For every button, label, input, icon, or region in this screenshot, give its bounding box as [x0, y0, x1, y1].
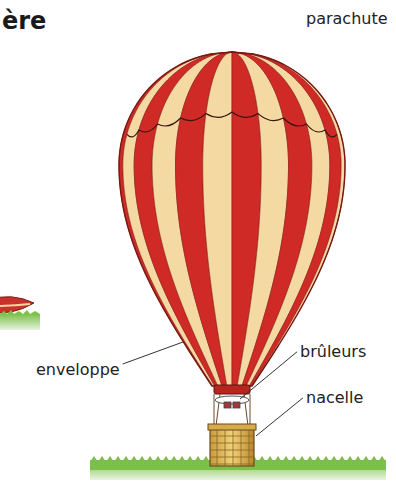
envelope-gore	[134, 52, 232, 386]
grass-strip	[0, 314, 40, 330]
partial-balloon	[0, 297, 40, 330]
parachute-seam	[127, 112, 337, 137]
part-label: brûleurs	[300, 343, 366, 361]
part-label: enveloppe	[36, 361, 120, 379]
envelope-gore	[176, 52, 232, 386]
leader-line	[240, 352, 297, 399]
part-label: parachute	[306, 10, 388, 28]
envelope-gore	[152, 52, 232, 386]
basket	[208, 424, 256, 466]
envelope-gore	[203, 52, 232, 386]
envelope	[119, 52, 345, 386]
envelope-outline	[119, 52, 345, 386]
envelope-gore	[123, 52, 232, 386]
leader-line	[256, 398, 303, 436]
leader-line	[123, 342, 183, 364]
envelope-gore	[119, 52, 232, 386]
envelope-gore	[232, 52, 345, 386]
burners-and-ropes	[214, 385, 250, 426]
part-label: nacelle	[306, 389, 363, 407]
title: ère	[2, 8, 46, 34]
